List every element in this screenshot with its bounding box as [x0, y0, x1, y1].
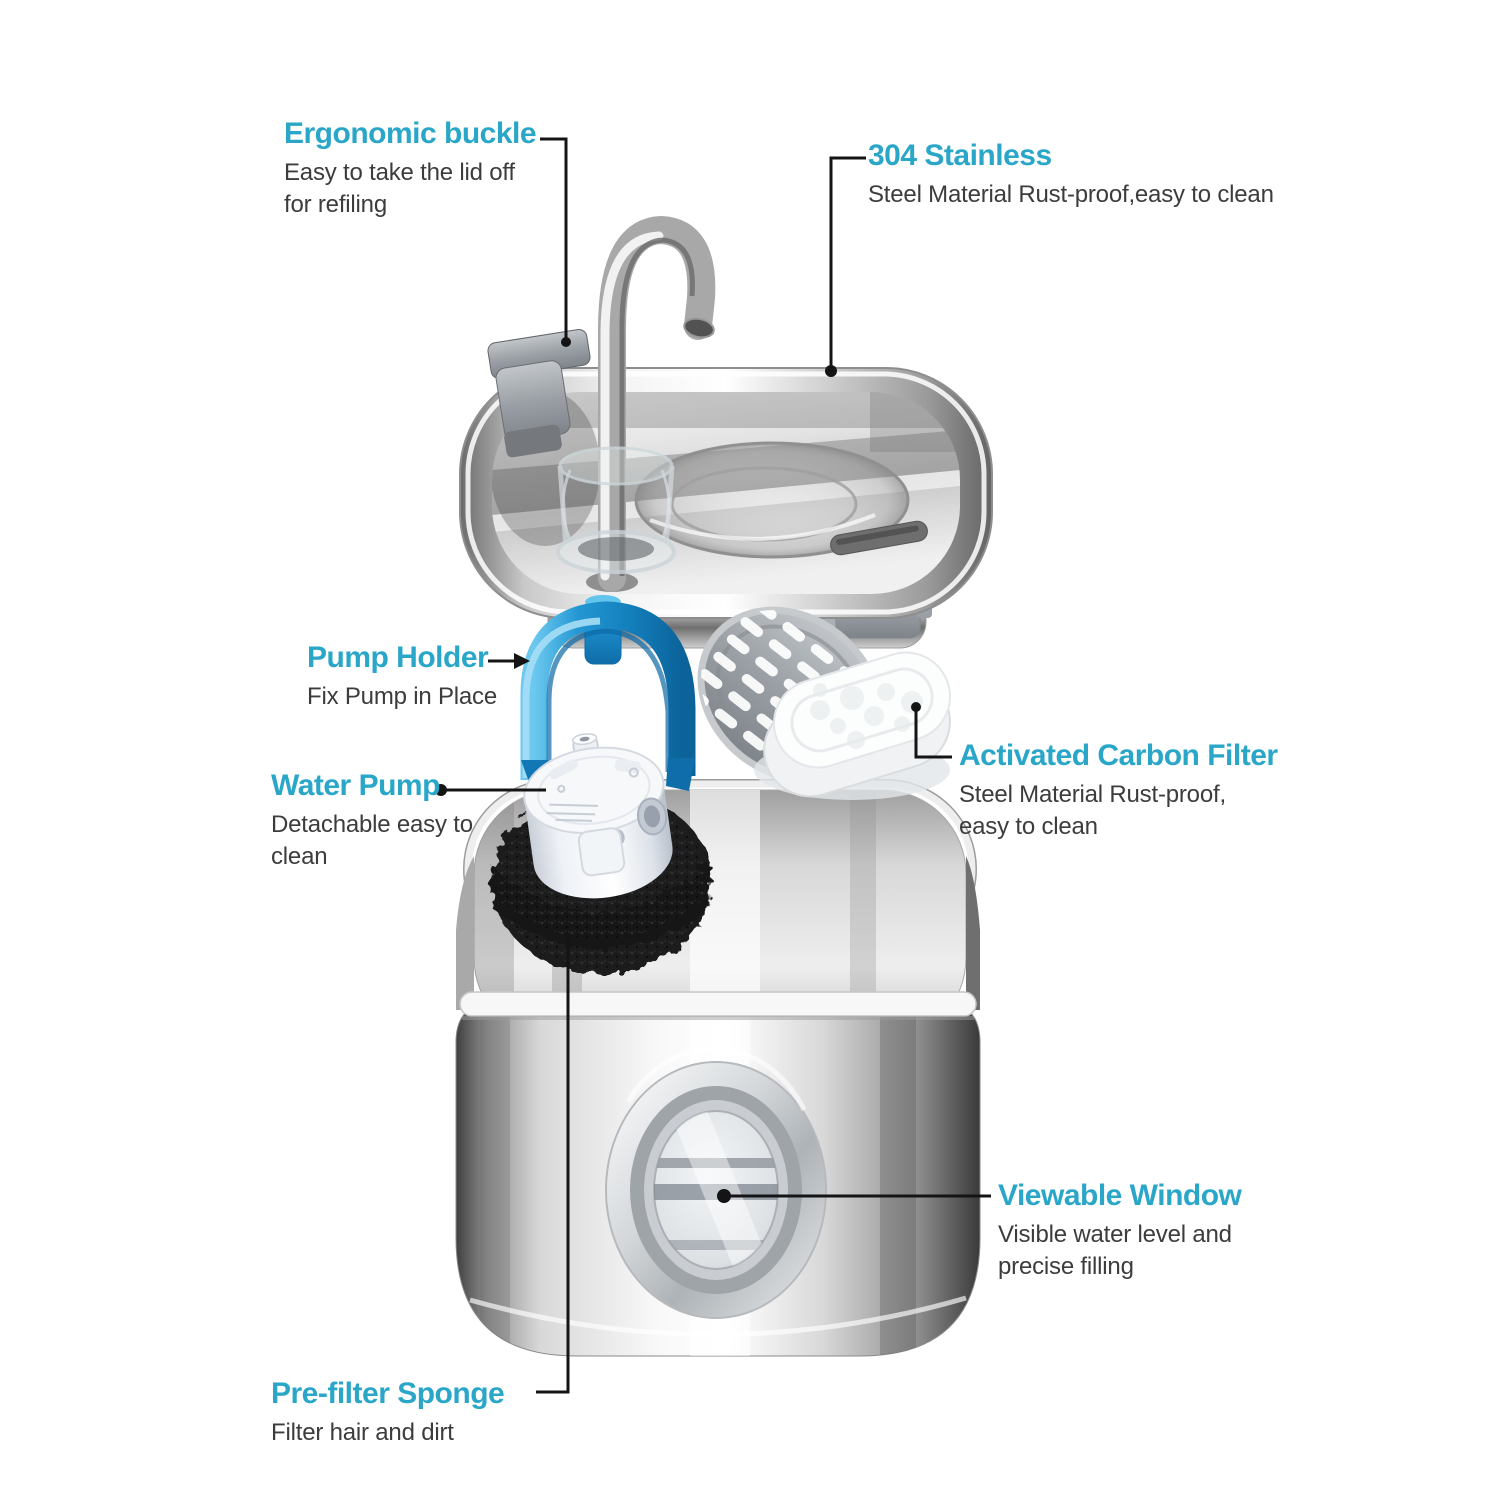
callout-description: Easy to take the lid off for refiling — [284, 159, 515, 219]
lid-slot — [830, 520, 928, 556]
stainless-lid — [459, 215, 993, 649]
callout-description: Steel Material Rust-proof, easy to clean — [959, 781, 1226, 841]
callout-ergonomic-buckle: Ergonomic buckle Easy to take the lid of… — [284, 117, 537, 221]
callout-water-pump: Water Pump Detachable easy to clean — [271, 769, 473, 873]
callout-title: Pump Holder — [307, 641, 489, 674]
callout-viewable-window: Viewable Window Visible water level and … — [998, 1179, 1242, 1283]
water-pump-part — [523, 733, 673, 899]
connector-water-pump — [435, 784, 546, 796]
callout-title: Water Pump — [271, 769, 440, 802]
connector-activated-carbon-filter — [911, 702, 952, 759]
connector-pre-filter-sponge — [536, 934, 570, 1394]
viewable-window-part — [605, 1046, 827, 1319]
connector-viewable-window — [717, 1189, 991, 1203]
callout-description: Filter hair and dirt — [271, 1419, 454, 1447]
callout-title: Ergonomic buckle — [284, 117, 537, 150]
clear-faucet-holder — [556, 446, 676, 574]
callout-pump-holder: Pump Holder Fix Pump in Place — [307, 641, 498, 713]
callout-description: Fix Pump in Place — [307, 683, 498, 711]
callout-description: Visible water level and precise filling — [998, 1221, 1232, 1281]
faucet-spout-tip — [683, 317, 715, 339]
callout-title: 304 Stainless — [868, 139, 1052, 172]
connector-ergonomic-buckle — [540, 137, 571, 347]
callout-description: Detachable easy to clean — [271, 811, 473, 871]
callout-activated-carbon-filter: Activated Carbon Filter Steel Material R… — [959, 739, 1278, 843]
basin-left-wall — [456, 856, 474, 1010]
callout-304-stainless: 304 Stainless Steel Material Rust-proof,… — [868, 139, 1274, 211]
carbon-filter-part — [754, 651, 951, 800]
callout-title: Activated Carbon Filter — [959, 739, 1278, 772]
basin-right-wall — [966, 856, 980, 1010]
callout-title: Pre-filter Sponge — [271, 1377, 505, 1410]
ergonomic-buckle-part — [487, 329, 591, 458]
callout-pre-filter-sponge: Pre-filter Sponge Filter hair and dirt — [271, 1377, 505, 1449]
callout-description: Steel Material Rust-proof,easy to clean — [868, 181, 1274, 209]
callout-title: Viewable Window — [998, 1179, 1242, 1212]
connector-304-stainless — [825, 156, 866, 377]
faucet — [586, 215, 716, 592]
basin-front-rim — [459, 991, 977, 1017]
connector-pump-holder — [488, 653, 530, 669]
